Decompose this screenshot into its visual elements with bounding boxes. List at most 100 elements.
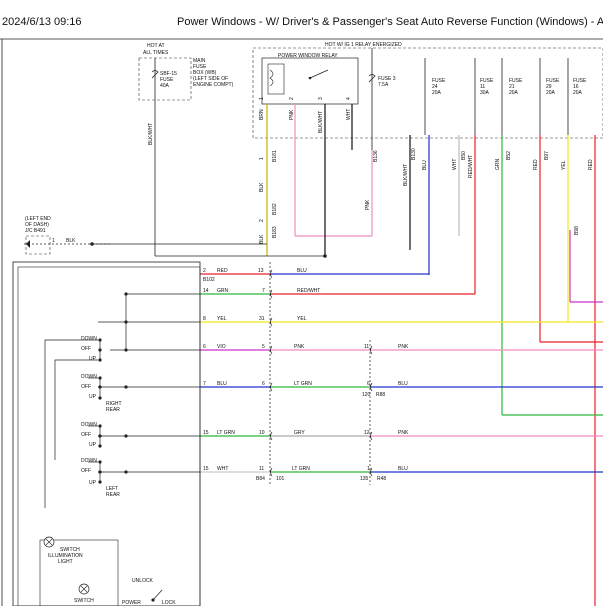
svg-text:BLK/WHT: BLK/WHT: [148, 123, 154, 145]
svg-text:6: 6: [203, 344, 206, 350]
svg-text:PNK: PNK: [294, 344, 305, 350]
svg-text:(LEFT SIDE OF: (LEFT SIDE OF: [193, 76, 228, 82]
svg-text:B183: B183: [272, 226, 278, 238]
svg-text:1: 1: [367, 466, 370, 472]
svg-text:MAIN: MAIN: [193, 58, 206, 64]
svg-text:21: 21: [509, 84, 515, 90]
svg-text:ILLUMINATION: ILLUMINATION: [48, 553, 83, 559]
svg-text:135: 135: [360, 476, 369, 482]
svg-text:LT GRN: LT GRN: [292, 466, 310, 472]
svg-text:UP: UP: [89, 394, 97, 400]
vertical-wires: [266, 104, 603, 606]
timestamp: 2024/6/13 09:16: [2, 16, 82, 28]
svg-text:BLU: BLU: [422, 160, 428, 170]
svg-text:BRN: BRN: [259, 109, 265, 120]
main-fuse-box: HOT AT ALL TIMES SBF-15 FUSE 40A MAIN FU…: [138, 43, 234, 256]
svg-text:PNK: PNK: [398, 430, 409, 436]
svg-text:SWITCH: SWITCH: [60, 547, 80, 553]
svg-text:LT GRN: LT GRN: [294, 381, 312, 387]
svg-text:BLK/WHT: BLK/WHT: [403, 164, 409, 186]
svg-text:FUSE: FUSE: [509, 78, 523, 84]
svg-text:POWER WINDOW RELAY: POWER WINDOW RELAY: [278, 53, 338, 59]
svg-text:2: 2: [259, 219, 265, 222]
svg-text:OFF: OFF: [81, 468, 91, 474]
svg-text:SBF-15: SBF-15: [160, 71, 177, 77]
svg-text:BLU: BLU: [398, 466, 408, 472]
svg-text:REAR: REAR: [106, 407, 120, 413]
svg-text:B102: B102: [203, 277, 215, 283]
svg-text:YEL: YEL: [217, 316, 227, 322]
svg-text:GRY: GRY: [294, 430, 305, 436]
vertical-wire-labels: BLK/WHT BLU WHT RED/WHT GRN RED YEL RED …: [272, 148, 594, 238]
svg-text:5: 5: [262, 344, 265, 350]
fuse-column: FUSE 24 20A FUSE 11 30A FUSE 21 20A FUSE…: [424, 58, 587, 135]
svg-text:OFF: OFF: [81, 384, 91, 390]
svg-text:1: 1: [259, 157, 265, 160]
svg-text:HOT AT: HOT AT: [147, 43, 165, 49]
svg-text:LIGHT: LIGHT: [58, 559, 73, 565]
svg-text:14: 14: [203, 288, 209, 294]
svg-text:UP: UP: [89, 442, 97, 448]
diagram-frame: [0, 38, 603, 606]
svg-text:GRN: GRN: [217, 288, 229, 294]
svg-text:B181: B181: [272, 150, 278, 162]
svg-text:(LEFT END: (LEFT END: [25, 216, 51, 222]
svg-text:ALL TIMES: ALL TIMES: [143, 50, 169, 56]
svg-text:OF DASH): OF DASH): [25, 222, 49, 228]
svg-text:UP: UP: [89, 356, 97, 362]
svg-text:WHT: WHT: [346, 109, 352, 120]
svg-text:FUSE: FUSE: [432, 78, 446, 84]
svg-text:RED/WHT: RED/WHT: [297, 288, 320, 294]
svg-text:UNLOCK: UNLOCK: [132, 578, 154, 584]
svg-text:RED: RED: [588, 159, 594, 170]
svg-text:30A: 30A: [480, 90, 490, 96]
svg-text:WHT: WHT: [217, 466, 228, 472]
svg-text:OFF: OFF: [81, 432, 91, 438]
svg-text:PNK: PNK: [398, 344, 409, 350]
svg-text:11: 11: [259, 466, 264, 472]
svg-text:20A: 20A: [573, 90, 583, 96]
svg-text:WHT: WHT: [452, 159, 458, 170]
svg-text:PNK: PNK: [365, 199, 371, 210]
svg-text:OFF: OFF: [81, 346, 91, 352]
svg-text:FUSE: FUSE: [480, 78, 494, 84]
svg-text:13: 13: [258, 268, 264, 274]
svg-text:DOWN: DOWN: [81, 458, 97, 464]
svg-text:BLU: BLU: [398, 381, 408, 387]
svg-text:B50: B50: [461, 151, 467, 160]
svg-text:RED: RED: [533, 159, 539, 170]
svg-text:B84: B84: [256, 476, 265, 482]
svg-text:ENGINE COMPT): ENGINE COMPT): [193, 82, 234, 88]
svg-text:16: 16: [573, 84, 579, 90]
svg-text:BLU: BLU: [297, 268, 307, 274]
svg-text:LT GRN: LT GRN: [217, 430, 235, 436]
svg-text:B136: B136: [373, 150, 379, 162]
row-labels: 2 RED 13 BLU B102 14 GRN 7 RED/WHT 8 YEL…: [203, 268, 409, 482]
svg-text:FUSE 3: FUSE 3: [378, 76, 396, 82]
svg-text:BLK: BLK: [259, 234, 265, 244]
svg-text:REAR: REAR: [106, 492, 120, 498]
svg-text:B52: B52: [506, 151, 512, 160]
svg-text:HOT W/ IG 1 RELAY ENERGIZED: HOT W/ IG 1 RELAY ENERGIZED: [325, 42, 402, 48]
svg-text:2: 2: [203, 268, 206, 274]
svg-text:4: 4: [346, 97, 352, 100]
svg-text:20A: 20A: [546, 90, 556, 96]
svg-text:8: 8: [203, 316, 206, 322]
svg-text:DOWN: DOWN: [81, 374, 97, 380]
svg-text:B130: B130: [411, 148, 417, 160]
svg-text:10: 10: [259, 430, 265, 436]
svg-text:15: 15: [203, 430, 209, 436]
svg-text:6: 6: [262, 381, 265, 387]
svg-text:FUSE: FUSE: [160, 77, 174, 83]
power-window-relay-area: HOT W/ IG 1 RELAY ENERGIZED POWER WINDOW…: [252, 42, 603, 150]
svg-text:B182: B182: [272, 203, 278, 215]
svg-text:B97: B97: [544, 151, 550, 160]
svg-text:R88: R88: [376, 392, 385, 398]
svg-text:7.5A: 7.5A: [378, 82, 389, 88]
page-title: Power Windows - W/ Driver's & Passenger'…: [177, 16, 603, 28]
svg-text:101: 101: [276, 476, 285, 482]
svg-text:FUSE: FUSE: [546, 78, 560, 84]
svg-text:SWITCH: SWITCH: [74, 598, 94, 604]
signal-rows: [200, 273, 603, 473]
svg-text:BLK: BLK: [259, 182, 265, 192]
